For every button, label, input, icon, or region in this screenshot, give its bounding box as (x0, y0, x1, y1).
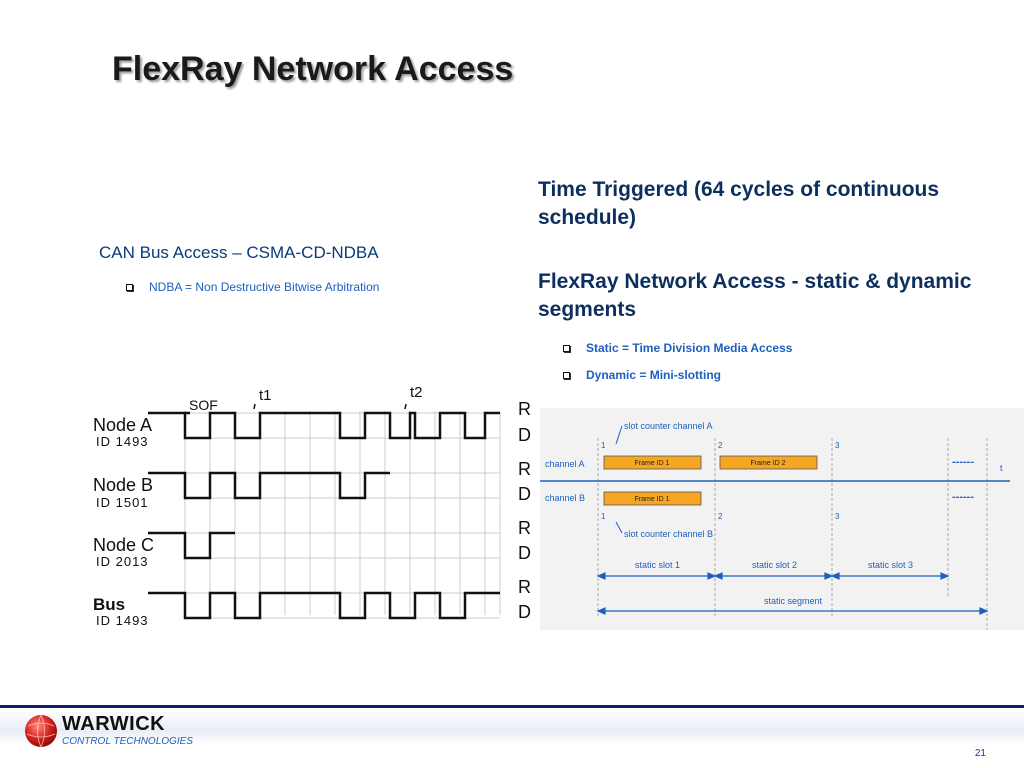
node-c-recessive: R (518, 518, 531, 538)
slide-title: FlexRay Network Access (112, 50, 514, 88)
company-tagline: CONTROL TECHNOLOGIES (62, 736, 193, 747)
node-a-recessive: R (518, 399, 531, 419)
node-c-dominant: D (518, 543, 531, 563)
node-b-recessive: R (518, 459, 531, 479)
company-logo: WARWICK CONTROL TECHNOLOGIES (22, 710, 212, 750)
slot-b-number-1: 1 (601, 512, 606, 521)
static-bullet-text: Static = Time Division Media Access (586, 341, 793, 355)
pointer-a (615, 425, 623, 445)
bullet-square-icon (563, 344, 570, 352)
node-c-name: Node C (93, 535, 154, 555)
t2-label: t2 (410, 384, 423, 401)
dimension-arrows (596, 572, 989, 615)
t1-label: t1 (259, 387, 272, 404)
company-name: WARWICK (62, 713, 166, 735)
static-slot-3-label: static slot 3 (868, 560, 913, 570)
frames (603, 455, 818, 506)
static-bullet: Static = Time Division Media Access (563, 341, 792, 355)
can-row-labels: Node A ID 1493 Node B ID 1501 Node C ID … (93, 399, 531, 628)
pointer-b (615, 521, 623, 534)
bus-id: ID 1493 (96, 613, 149, 628)
pointer-lines (615, 425, 623, 534)
footer-band (0, 710, 1024, 744)
waveforms (148, 411, 500, 620)
warwick-globe-icon (25, 714, 57, 748)
flexray-static-segment-diagram: slot counter channel A slot counter chan… (540, 408, 1024, 630)
channel-a-dashes: ------ (952, 456, 974, 468)
bullet-square-icon (563, 371, 570, 379)
bus-wave (148, 591, 500, 620)
node-c-wave (148, 531, 235, 560)
slot-b-number-3: 3 (835, 512, 840, 521)
t2-tick (404, 403, 407, 410)
ndba-bullet-text: NDBA = Non Destructive Bitwise Arbitrati… (149, 280, 380, 294)
frame-a1-label: Frame ID 1 (634, 460, 669, 467)
node-a-id: ID 1493 (96, 434, 149, 449)
page-number: 21 (974, 748, 986, 759)
slot-b-number-2: 2 (718, 512, 723, 521)
slot-a-number-3: 3 (835, 441, 840, 450)
node-b-id: ID 1501 (96, 495, 149, 510)
frame-b1-label: Frame ID 1 (634, 496, 669, 503)
time-triggered-heading: Time Triggered (64 cycles of continuous … (538, 178, 940, 229)
node-b-wave (148, 471, 390, 500)
node-c-id: ID 2013 (96, 554, 149, 569)
bus-recessive: R (518, 577, 531, 597)
channel-a-label: channel A (545, 459, 585, 469)
dynamic-bullet: Dynamic = Mini-slotting (563, 368, 721, 382)
ndba-bullet: NDBA = Non Destructive Bitwise Arbitrati… (126, 280, 379, 294)
static-segment-label: static segment (764, 596, 823, 606)
sof-label: SOF (189, 397, 218, 413)
t1-tick (253, 403, 256, 410)
node-a-name: Node A (93, 415, 152, 435)
dynamic-bullet-text: Dynamic = Mini-slotting (586, 368, 722, 382)
frame-a2-box (719, 455, 818, 470)
can-arbitration-diagram: SOF t1 t2 Node A ID 1493 Node B ID 1501 … (93, 384, 531, 628)
slot-a-number-1: 1 (601, 441, 606, 450)
static-slot-1-label: static slot 1 (635, 560, 680, 570)
diagram-background (540, 408, 1024, 630)
bullet-square-icon (126, 283, 133, 291)
flexray-access-heading: FlexRay Network Access - static & dynami… (538, 270, 972, 321)
frame-b1-box (603, 491, 702, 506)
channel-b-label: channel B (545, 493, 585, 503)
slot-counter-b-label: slot counter channel B (624, 529, 713, 539)
node-b-dominant: D (518, 484, 531, 504)
frame-a1-box (603, 455, 702, 470)
bus-name: Bus (93, 595, 125, 614)
time-axis-label: t (1000, 463, 1003, 473)
can-bus-heading: CAN Bus Access – CSMA-CD-NDBA (99, 243, 379, 262)
footer-rule (0, 705, 1024, 708)
slot-a-number-2: 2 (718, 441, 723, 450)
static-slot-2-label: static slot 2 (752, 560, 797, 570)
node-b-name: Node B (93, 475, 153, 495)
slot-counter-a-label: slot counter channel A (624, 421, 713, 431)
node-a-wave (148, 411, 500, 440)
bus-dominant: D (518, 602, 531, 622)
channel-b-dashes: ------ (952, 491, 974, 503)
timing-grid (184, 411, 501, 619)
node-a-dominant: D (518, 425, 531, 445)
slot-boundaries (597, 438, 988, 630)
frame-a2-label: Frame ID 2 (750, 460, 785, 467)
